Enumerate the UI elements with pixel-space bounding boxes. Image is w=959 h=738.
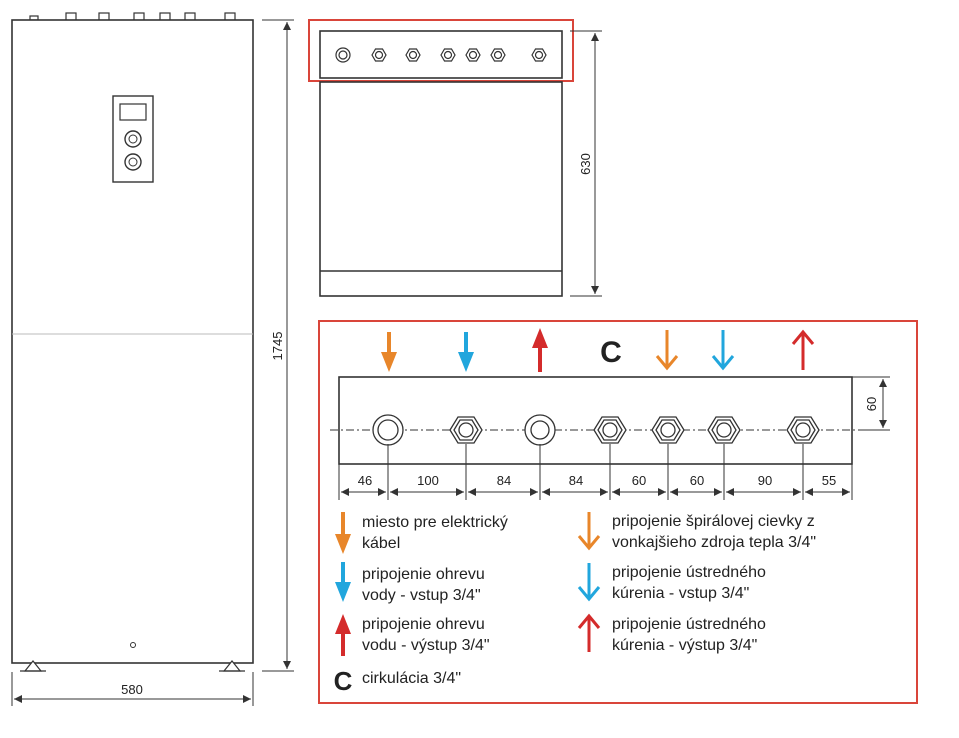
legend-right-2: pripojenie ústredného kúrenia - vstup 3/… xyxy=(612,562,766,604)
legend-left-4-line-1: cirkulácia 3/4" xyxy=(362,670,462,687)
legend-icon-red-up-right xyxy=(577,613,601,652)
fitting-3 xyxy=(524,414,556,446)
legend-left-4: cirkulácia 3/4" xyxy=(362,668,461,689)
strip-arrow-orange-2 xyxy=(655,330,679,371)
strip-height-dimension xyxy=(852,376,890,431)
legend-c-symbol: C xyxy=(334,666,353,696)
width-dimension xyxy=(11,672,254,706)
control-knob-bottom xyxy=(124,153,142,171)
legend-left-2-line-2: vody - vstup 3/4" xyxy=(362,587,481,604)
legend-icon-blue-down-left xyxy=(335,562,351,602)
control-panel xyxy=(112,95,154,183)
legend-icon-red-up-left xyxy=(335,614,351,656)
legend-left-1: miesto pre elektrický kábel xyxy=(362,512,508,554)
fitting-7 xyxy=(786,416,820,444)
legend-icon-orange-down-right xyxy=(577,512,601,551)
legend-right-2-line-2: kúrenia - vstup 3/4" xyxy=(612,585,750,602)
spacing-label-8: 55 xyxy=(822,473,836,488)
front-feet xyxy=(20,660,245,672)
legend-left-3-line-1: pripojenie ohrevu xyxy=(362,616,485,633)
spacing-label-5: 60 xyxy=(632,473,646,488)
fitting-6 xyxy=(707,416,741,444)
depth-label: 630 xyxy=(578,153,593,175)
front-view: 1745 580 xyxy=(11,12,294,706)
legend-right-3: pripojenie ústredného kúrenia - výstup 3… xyxy=(612,614,766,656)
drain-port xyxy=(130,642,136,648)
spacing-label-2: 100 xyxy=(417,473,439,488)
top-strip-fittings xyxy=(335,47,547,63)
spacing-label-1: 46 xyxy=(358,473,372,488)
legend-right-1-line-1: pripojenie špirálovej cievky z xyxy=(612,513,815,530)
spacing-label-7: 90 xyxy=(758,473,772,488)
legend-right-3-line-1: pripojenie ústredného xyxy=(612,616,766,633)
legend-icon-blue-down-right xyxy=(577,563,601,602)
legend-left-3: pripojenie ohrevu vodu - výstup 3/4" xyxy=(362,614,490,656)
display-screen xyxy=(119,103,147,121)
spacing-label-6: 60 xyxy=(690,473,704,488)
connection-strip xyxy=(338,376,853,465)
legend-left-2-line-1: pripojenie ohrevu xyxy=(362,566,485,583)
strip-arrow-red-2 xyxy=(791,329,815,370)
depth-dimension xyxy=(570,30,602,297)
strip-arrow-red-1 xyxy=(532,328,548,372)
width-label: 580 xyxy=(121,682,143,697)
fitting-4 xyxy=(593,416,627,444)
top-view: 630 xyxy=(308,19,602,297)
detail-panel: C xyxy=(318,320,918,704)
strip-height-label: 60 xyxy=(864,397,879,411)
detail-frame xyxy=(318,320,918,704)
spacing-labels: 46 100 84 84 60 60 90 55 xyxy=(358,473,836,488)
legend-icon-orange-down-left xyxy=(335,512,351,554)
spacing-label-4: 84 xyxy=(569,473,583,488)
control-knob-top xyxy=(124,130,142,148)
legend-left-1-line-2: kábel xyxy=(362,535,401,552)
legend-right-3-line-2: kúrenia - výstup 3/4" xyxy=(612,637,758,654)
strip-fittings xyxy=(372,414,820,446)
legend-left-1-line-1: miesto pre elektrický xyxy=(362,514,508,531)
strip-arrow-blue-2 xyxy=(711,330,735,371)
front-top-fittings xyxy=(29,12,236,22)
top-highlight-frame xyxy=(308,19,574,82)
legend-left-3-line-2: vodu - výstup 3/4" xyxy=(362,637,490,654)
legend-left-2: pripojenie ohrevu vody - vstup 3/4" xyxy=(362,564,485,606)
spacing-label-3: 84 xyxy=(497,473,511,488)
spacing-extension-lines xyxy=(338,444,853,500)
legend-right-1: pripojenie špirálovej cievky z vonkajšie… xyxy=(612,511,816,553)
strip-arrow-blue-1 xyxy=(458,332,474,372)
height-label: 1745 xyxy=(270,332,285,361)
legend-right-2-line-1: pripojenie ústredného xyxy=(612,564,766,581)
height-dimension xyxy=(262,19,294,672)
fitting-2 xyxy=(449,416,483,444)
top-body xyxy=(319,81,563,297)
strip-circulation-symbol: C xyxy=(600,336,622,369)
legend-right-1-line-2: vonkajšieho zdroja tepla 3/4" xyxy=(612,534,817,551)
fitting-5 xyxy=(651,416,685,444)
strip-arrow-orange-1 xyxy=(381,332,397,372)
